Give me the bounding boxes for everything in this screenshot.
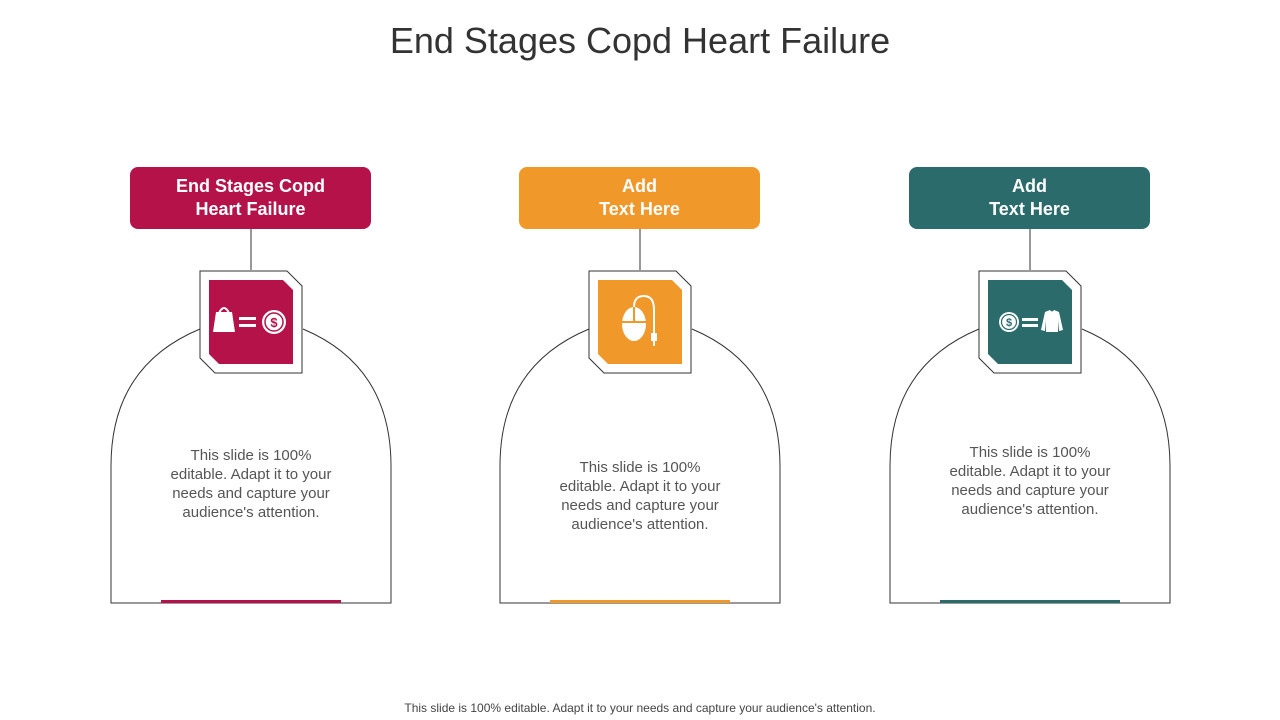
card-1-frame	[110, 229, 392, 604]
card-2-body: This slide is 100% editable. Adapt it to…	[559, 459, 721, 533]
card-1-label: End Stages Copd Heart Failure	[130, 167, 371, 229]
card-1: End Stages Copd Heart Failure $ This sli…	[110, 166, 392, 606]
card-2: Add Text Here This slide is 100% editabl…	[499, 166, 781, 606]
card-3-body: This slide is 100% editable. Adapt it to…	[949, 444, 1111, 518]
svg-text:$: $	[270, 315, 278, 330]
card-1-label-line1: End Stages Copd	[175, 176, 325, 196]
card-3-label-line1: Add	[1012, 176, 1047, 196]
page-title: End Stages Copd Heart Failure	[389, 20, 891, 61]
card-3-label: Add Text Here	[909, 167, 1150, 229]
card-2-label-line1: Add	[622, 176, 657, 196]
svg-text:$: $	[1006, 317, 1012, 329]
card-3: Add Text Here $ This slide is 100% edita…	[889, 166, 1171, 606]
card-2-label-line2: Text Here	[599, 199, 680, 219]
card-1-label-line2: Heart Failure	[195, 199, 306, 219]
computer-mouse-icon	[588, 270, 692, 374]
card-3-label-line2: Text Here	[989, 199, 1070, 219]
card-1-body: This slide is 100% editable. Adapt it to…	[170, 447, 332, 521]
dollar-equals-shirt-icon: $	[978, 270, 1082, 374]
footer-note: This slide is 100% editable. Adapt it to…	[404, 701, 876, 715]
shopping-bag-equals-dollar-icon: $	[199, 270, 303, 374]
card-2-label: Add Text Here	[519, 167, 760, 229]
card-3-frame	[889, 229, 1171, 604]
card-2-frame	[499, 229, 781, 604]
